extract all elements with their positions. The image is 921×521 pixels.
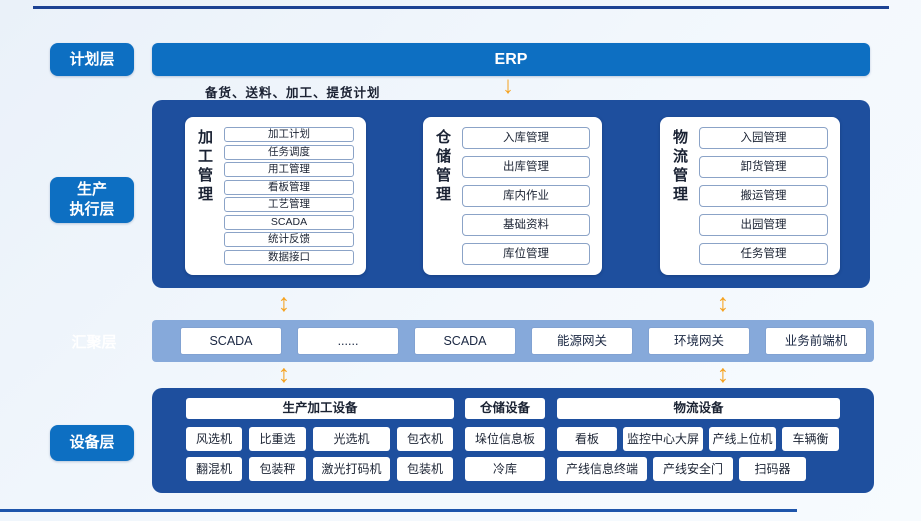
updown-arrow-icon: ↕ (716, 289, 730, 317)
module-box: 用工管理 (224, 162, 354, 178)
bottom-divider-line (0, 509, 797, 512)
gateway-box: ...... (298, 328, 398, 354)
device-layer-label: 设备层 (50, 425, 134, 461)
equipment-box: 冷库 (465, 457, 545, 481)
gateway-box: SCADA (181, 328, 281, 354)
card-items: 入园管理卸货管理搬运管理出园管理任务管理 (699, 127, 828, 265)
equipment-box: 包装机 (397, 457, 453, 481)
device-layer-container: 生产加工设备 风选机比重选光选机包衣机 翻混机包装秤激光打码机包装机 仓储设备 … (152, 388, 874, 493)
aggregation-layer-label: 汇聚层 (71, 334, 117, 351)
execution-layer-label: 生产 执行层 (50, 177, 134, 223)
module-box: 统计反馈 (224, 232, 354, 248)
module-box: 任务调度 (224, 144, 354, 160)
updown-arrow-icon: ↕ (277, 289, 291, 317)
module-box: 库位管理 (462, 243, 590, 265)
equipment-box: 车辆衡 (782, 427, 839, 451)
plan-note-text: 备货、送料、加工、提货计划 (205, 86, 381, 100)
module-box: 库内作业 (462, 185, 590, 207)
equipment-box: 产线上位机 (709, 427, 776, 451)
equipment-row: 冷库 (465, 457, 545, 481)
module-box: 任务管理 (699, 243, 828, 265)
equipment-box: 看板 (557, 427, 617, 451)
gateway-box: 业务前端机 (766, 328, 866, 354)
equipment-box: 包装秤 (249, 457, 306, 481)
equipment-row: 风选机比重选光选机包衣机 (186, 427, 454, 451)
group-header: 物流设备 (557, 398, 840, 419)
module-box: 入园管理 (699, 127, 828, 149)
group-header: 生产加工设备 (186, 398, 454, 419)
equipment-box: 风选机 (186, 427, 242, 451)
module-box: 搬运管理 (699, 185, 828, 207)
module-box: 卸货管理 (699, 156, 828, 178)
card-items: 入库管理出库管理库内作业基础资料库位管理 (462, 127, 590, 265)
updown-arrow-icon: ↕ (716, 360, 730, 388)
erp-bar: ERP (152, 43, 870, 76)
module-box: 出库管理 (462, 156, 590, 178)
equipment-box: 翻混机 (186, 457, 242, 481)
group-header: 仓储设备 (465, 398, 545, 419)
equipment-box: 产线信息终端 (557, 457, 647, 481)
module-box: 基础资料 (462, 214, 590, 236)
production-equipment-group: 生产加工设备 风选机比重选光选机包衣机 翻混机包装秤激光打码机包装机 (186, 398, 454, 481)
card-title: 加工管理 (198, 129, 214, 203)
module-box: 工艺管理 (224, 197, 354, 213)
card-title: 仓储管理 (436, 129, 452, 203)
equipment-row: 翻混机包装秤激光打码机包装机 (186, 457, 454, 481)
module-box: 加工计划 (224, 127, 354, 142)
equipment-row: 看板监控中心大屏产线上位机车辆衡 (557, 427, 840, 451)
gateway-box: 环境网关 (649, 328, 749, 354)
equipment-box: 监控中心大屏 (623, 427, 703, 451)
module-box: SCADA (224, 214, 354, 230)
equipment-row: 产线信息终端产线安全门扫码器 (557, 457, 840, 481)
module-box: 数据接口 (224, 249, 354, 265)
top-divider-line (33, 6, 889, 9)
warehouse-management-card: 仓储管理 入库管理出库管理库内作业基础资料库位管理 (423, 117, 602, 275)
gateway-box: SCADA (415, 328, 515, 354)
down-arrow-icon: ↓ (502, 72, 514, 99)
planning-layer-label: 计划层 (50, 43, 134, 76)
equipment-box: 产线安全门 (653, 457, 733, 481)
equipment-box: 扫码器 (739, 457, 806, 481)
equipment-box: 垛位信息板 (465, 427, 545, 451)
equipment-box: 光选机 (313, 427, 390, 451)
card-title: 物流管理 (673, 129, 689, 203)
aggregation-strip: SCADA...... SCADA 能源网关环境网关业务前端机 (152, 320, 874, 362)
equipment-box: 包衣机 (397, 427, 453, 451)
logistics-equipment-group: 物流设备 看板监控中心大屏产线上位机车辆衡 产线信息终端产线安全门扫码器 (557, 398, 840, 481)
warehouse-equipment-group: 仓储设备 垛位信息板 冷库 (465, 398, 545, 481)
module-box: 看板管理 (224, 179, 354, 195)
module-box: 出园管理 (699, 214, 828, 236)
gateway-box: 能源网关 (532, 328, 632, 354)
logistics-management-card: 物流管理 入园管理卸货管理搬运管理出园管理任务管理 (660, 117, 840, 275)
equipment-box: 比重选 (249, 427, 306, 451)
updown-arrow-icon: ↕ (277, 360, 291, 388)
module-box: 入库管理 (462, 127, 590, 149)
equipment-box: 激光打码机 (313, 457, 390, 481)
equipment-row: 垛位信息板 (465, 427, 545, 451)
